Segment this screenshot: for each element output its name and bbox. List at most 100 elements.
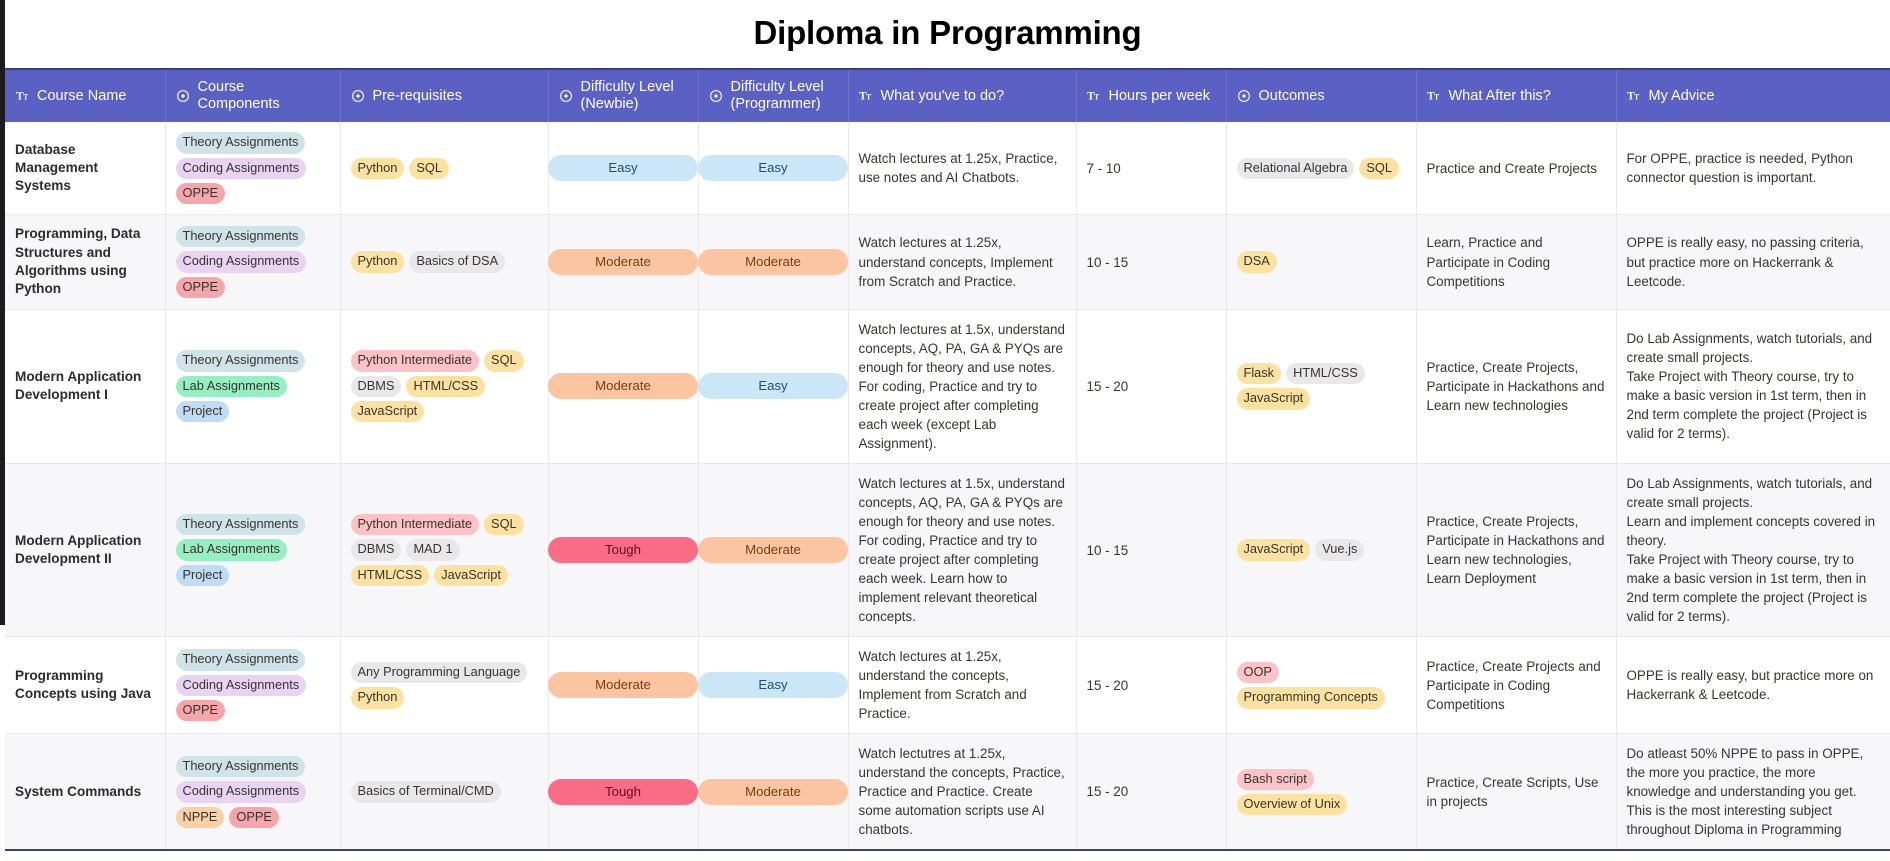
- column-header-course-components[interactable]: Course Components: [165, 70, 341, 123]
- cell-what-to-do[interactable]: Watch lectures at 1.25x, understand the …: [848, 636, 1077, 735]
- table-row[interactable]: Programming, Data Structures and Algorit…: [5, 214, 1890, 310]
- difficulty-pill[interactable]: Tough: [548, 536, 698, 564]
- tag[interactable]: HTML/CSS: [406, 375, 486, 398]
- tag[interactable]: Programming Concepts: [1236, 687, 1385, 709]
- cell-what-after-this[interactable]: Practice, Create Projects and Participat…: [1416, 636, 1617, 735]
- cell-what-to-do[interactable]: Watch lectures at 1.25x, Practice, use n…: [848, 122, 1077, 216]
- difficulty-pill[interactable]: Moderate: [548, 672, 698, 699]
- tag[interactable]: Vue.js: [1315, 539, 1365, 561]
- cell-what-to-do[interactable]: Watch lectures at 1.5x, understand conce…: [848, 463, 1077, 638]
- tag[interactable]: SQL: [484, 350, 524, 372]
- tag[interactable]: Lab Assignments: [175, 375, 287, 398]
- tag[interactable]: JavaScript: [1236, 388, 1311, 410]
- cell-course-name[interactable]: System Commands: [5, 733, 166, 850]
- cell-what-after-this[interactable]: Practice, Create Projects, Participate i…: [1416, 309, 1617, 464]
- cell-my-advice[interactable]: Do Lab Assignments, watch tutorials, and…: [1616, 309, 1890, 464]
- tag[interactable]: Theory Assignments: [175, 514, 306, 536]
- tag[interactable]: Coding Assignments: [175, 781, 307, 803]
- column-header-pre-requisites[interactable]: Pre-requisites: [340, 70, 549, 123]
- tag[interactable]: HTML/CSS: [350, 564, 430, 587]
- tag[interactable]: Python: [350, 687, 405, 709]
- difficulty-pill[interactable]: Easy: [698, 373, 848, 400]
- tag[interactable]: Theory Assignments: [175, 649, 306, 671]
- cell-what-after-this[interactable]: Learn, Practice and Participate in Codin…: [1416, 214, 1617, 310]
- tag[interactable]: Overview of Unix: [1236, 793, 1348, 816]
- tag[interactable]: DSA: [1236, 251, 1277, 273]
- difficulty-pill[interactable]: Tough: [548, 778, 698, 805]
- cell-what-after-this[interactable]: Practice, Create Scripts, Use in project…: [1416, 733, 1617, 850]
- tag[interactable]: Theory Assignments: [175, 350, 306, 372]
- table-row[interactable]: Modern Application Development I Theory A…: [5, 309, 1890, 464]
- tag[interactable]: Theory Assignments: [175, 132, 306, 154]
- tag[interactable]: JavaScript: [1236, 539, 1311, 561]
- tag[interactable]: DBMS: [350, 539, 402, 561]
- cell-my-advice[interactable]: Do atleast 50% NPPE to pass in OPPE, the…: [1616, 733, 1890, 850]
- tag[interactable]: SQL: [1359, 157, 1399, 179]
- difficulty-pill[interactable]: Easy: [698, 155, 848, 182]
- cell-what-after-this[interactable]: Practice and Create Projects: [1416, 122, 1617, 216]
- tag[interactable]: Basics of DSA: [409, 251, 506, 273]
- cell-my-advice[interactable]: OPPE is really easy, but practice more o…: [1616, 636, 1890, 735]
- tag[interactable]: Python: [350, 251, 405, 273]
- tag[interactable]: OPPE: [229, 806, 279, 828]
- column-header-difficulty-level-programmer[interactable]: Difficulty Level (Programmer): [698, 70, 849, 123]
- cell-what-after-this[interactable]: Practice, Create Projects, Participate i…: [1416, 463, 1617, 638]
- tag[interactable]: SQL: [484, 514, 524, 536]
- cell-hours-per-week[interactable]: 7 - 10: [1076, 122, 1227, 216]
- tag[interactable]: NPPE: [175, 806, 225, 828]
- cell-hours-per-week[interactable]: 15 - 20: [1076, 636, 1227, 735]
- column-header-outcomes[interactable]: Outcomes: [1226, 70, 1417, 123]
- difficulty-pill[interactable]: Moderate: [548, 248, 698, 276]
- cell-course-name[interactable]: Programming, Data Structures and Algorit…: [5, 214, 166, 310]
- cell-what-to-do[interactable]: Watch lectutres at 1.25x, understand the…: [848, 733, 1077, 850]
- tag[interactable]: Python Intermediate: [350, 514, 480, 536]
- cell-course-name[interactable]: Modern Application Development II: [5, 463, 166, 638]
- tag[interactable]: Project: [175, 564, 230, 587]
- tag[interactable]: Bash script: [1236, 768, 1314, 790]
- tag[interactable]: OPPE: [175, 699, 226, 722]
- tag[interactable]: Project: [175, 401, 230, 423]
- table-row[interactable]: Programming Concepts using Java Theory As…: [5, 636, 1890, 735]
- tag[interactable]: OPPE: [175, 276, 226, 299]
- cell-hours-per-week[interactable]: 10 - 15: [1076, 214, 1227, 310]
- tag[interactable]: Flask: [1236, 362, 1282, 385]
- cell-course-name[interactable]: Modern Application Development I: [5, 309, 166, 464]
- cell-hours-per-week[interactable]: 10 - 15: [1076, 463, 1227, 638]
- tag[interactable]: Coding Assignments: [175, 674, 307, 696]
- difficulty-pill[interactable]: Easy: [698, 672, 848, 699]
- cell-my-advice[interactable]: For OPPE, practice is needed, Python con…: [1616, 122, 1890, 216]
- tag[interactable]: Relational Algebra: [1236, 157, 1355, 179]
- tag[interactable]: Theory Assignments: [175, 755, 306, 778]
- cell-what-to-do[interactable]: Watch lectures at 1.5x, understand conce…: [848, 309, 1077, 464]
- tag[interactable]: Lab Assignments: [175, 539, 287, 561]
- table-row[interactable]: Modern Application Development II Theory …: [5, 463, 1890, 638]
- cell-my-advice[interactable]: OPPE is really easy, no passing criteria…: [1616, 214, 1890, 310]
- tag[interactable]: OPPE: [175, 182, 226, 205]
- tag[interactable]: Basics of Terminal/CMD: [350, 781, 501, 803]
- tag[interactable]: Coding Assignments: [175, 157, 307, 179]
- table-row[interactable]: Database Management Systems Theory Assign…: [5, 122, 1890, 216]
- difficulty-pill[interactable]: Moderate: [698, 536, 848, 564]
- tag[interactable]: DBMS: [350, 375, 402, 398]
- cell-course-name[interactable]: Database Management Systems: [5, 122, 166, 216]
- difficulty-pill[interactable]: Easy: [548, 155, 698, 182]
- cell-hours-per-week[interactable]: 15 - 20: [1076, 309, 1227, 464]
- tag[interactable]: Coding Assignments: [175, 251, 307, 273]
- difficulty-pill[interactable]: Moderate: [698, 778, 848, 805]
- tag[interactable]: JavaScript: [434, 564, 508, 587]
- tag[interactable]: Python Intermediate: [350, 350, 480, 372]
- tag[interactable]: OOP: [1236, 661, 1279, 684]
- tag[interactable]: JavaScript: [350, 401, 425, 423]
- tag[interactable]: Theory Assignments: [175, 225, 306, 248]
- tag[interactable]: MAD 1: [406, 539, 460, 561]
- cell-course-name[interactable]: Programming Concepts using Java: [5, 636, 166, 735]
- difficulty-pill[interactable]: Moderate: [698, 248, 848, 276]
- tag[interactable]: HTML/CSS: [1286, 362, 1365, 385]
- difficulty-pill[interactable]: Moderate: [548, 373, 698, 400]
